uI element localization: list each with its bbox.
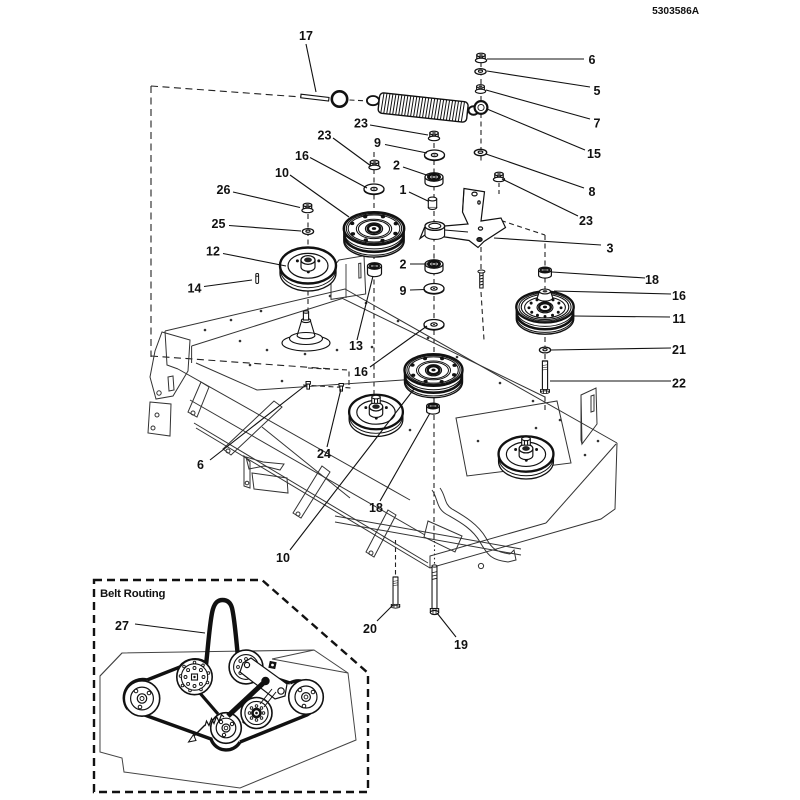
svg-text:5: 5	[594, 84, 601, 98]
svg-text:8: 8	[589, 185, 596, 199]
svg-text:11: 11	[672, 312, 685, 326]
svg-text:27: 27	[115, 619, 129, 633]
svg-text:9: 9	[374, 136, 381, 150]
svg-text:18: 18	[645, 273, 659, 287]
svg-text:19: 19	[454, 638, 468, 652]
svg-text:23: 23	[354, 117, 368, 131]
svg-text:22: 22	[672, 377, 686, 391]
svg-text:20: 20	[363, 622, 377, 636]
svg-text:16: 16	[354, 365, 368, 379]
svg-text:14: 14	[188, 282, 202, 296]
svg-text:24: 24	[317, 447, 331, 461]
svg-text:21: 21	[672, 343, 686, 357]
svg-text:9: 9	[400, 284, 407, 298]
svg-text:2: 2	[400, 258, 407, 272]
svg-text:7: 7	[594, 117, 601, 131]
svg-text:26: 26	[217, 183, 231, 197]
svg-text:10: 10	[275, 166, 289, 180]
svg-text:10: 10	[276, 551, 290, 565]
svg-text:1: 1	[400, 183, 407, 197]
svg-text:6: 6	[197, 458, 204, 472]
svg-text:15: 15	[587, 147, 601, 161]
svg-text:3: 3	[607, 242, 614, 256]
svg-text:23: 23	[579, 214, 593, 228]
svg-text:5303586A: 5303586A	[652, 6, 700, 17]
svg-text:13: 13	[349, 339, 363, 353]
svg-text:2: 2	[393, 159, 400, 173]
svg-text:16: 16	[672, 289, 686, 303]
svg-text:12: 12	[206, 245, 220, 259]
svg-text:23: 23	[318, 129, 332, 143]
svg-text:Belt Routing: Belt Routing	[100, 588, 166, 600]
svg-text:25: 25	[212, 217, 226, 231]
svg-text:17: 17	[299, 29, 313, 43]
svg-text:16: 16	[295, 149, 309, 163]
svg-text:18: 18	[369, 501, 383, 515]
svg-text:6: 6	[589, 53, 596, 67]
